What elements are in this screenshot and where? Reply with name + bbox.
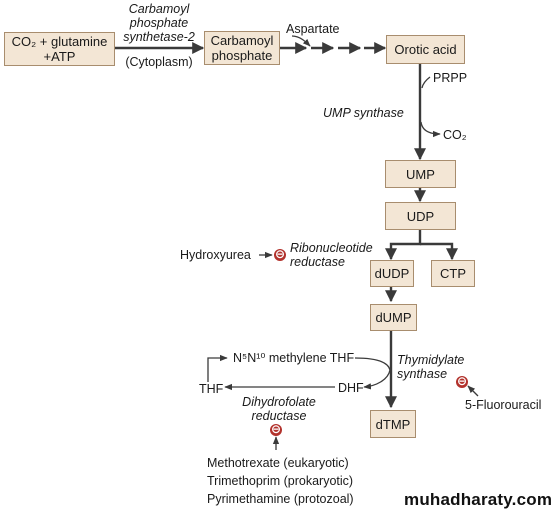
substrate-prpp: PRPP xyxy=(433,71,468,85)
enzyme-thymidylate-line2: synthase xyxy=(397,367,448,381)
node-phosphate-label: phosphate xyxy=(211,48,273,63)
node-co2-glutamine-label: CO₂ + glutamine xyxy=(11,34,108,49)
node-ump: UMP xyxy=(385,160,456,188)
arrow-thf-to-methylene xyxy=(207,354,228,382)
arrow-udp-to-ctp xyxy=(420,242,458,261)
enzyme-dhfr-line2: reductase xyxy=(251,409,307,423)
enzyme-cps2-line2: phosphate xyxy=(129,16,189,30)
substrate-co2-out: CO₂ xyxy=(443,128,467,142)
enzyme-thymidylate-line1: Thymidylate xyxy=(397,353,465,367)
node-dudp: dUDP xyxy=(370,260,414,287)
node-atp-label: +ATP xyxy=(43,49,76,64)
node-ctp: CTP xyxy=(431,260,475,287)
inhibition-icon-fluorouracil: ⊖ xyxy=(456,374,468,388)
inhibitor-pyrimethamine: Pyrimethamine (protozoal) xyxy=(207,492,354,506)
node-dtmp-label: dTMP xyxy=(375,416,411,432)
inhibitor-methotrexate: Methotrexate (eukaryotic) xyxy=(207,456,349,470)
inhibitor-hydroxyurea: Hydroxyurea xyxy=(180,248,251,262)
enzyme-cps2: Carbamoyl phosphate synthetase-2 xyxy=(116,2,202,44)
enzyme-ribonucleotide-reductase: Ribonucleotide reductase xyxy=(290,241,373,269)
node-udp-label: UDP xyxy=(406,208,435,224)
node-dump: dUMP xyxy=(370,304,417,331)
arrow-aspartate-in xyxy=(291,35,311,47)
arrow-fluorouracil xyxy=(467,385,479,397)
enzyme-cps2-line3: synthetase-2 xyxy=(123,30,195,44)
node-carbamoyl-phosphate: Carbamoyl phosphate xyxy=(204,31,280,65)
watermark-text: muhadharaty.com xyxy=(404,490,553,509)
substrate-thf: THF xyxy=(199,382,224,396)
node-carbamoyl-label: Carbamoyl xyxy=(210,33,274,48)
inhibitor-trimethoprim: Trimethoprim (prokaryotic) xyxy=(207,474,354,488)
substrate-aspartate: Aspartate xyxy=(286,22,340,36)
node-orotic-acid-label: Orotic acid xyxy=(394,42,457,57)
node-udp: UDP xyxy=(385,202,456,230)
enzyme-dhfr-line1: Dihydrofolate xyxy=(242,395,316,409)
location-cytoplasm: (Cytoplasm) xyxy=(125,55,193,69)
enzyme-ribonucleotide-line1: Ribonucleotide xyxy=(290,241,373,255)
inhibition-icon-antifolates: ⊖ xyxy=(270,422,282,436)
substrate-dhf: DHF xyxy=(338,381,364,395)
substrate-methylene-thf: N⁵N¹⁰ methylene THF xyxy=(233,351,355,365)
node-ump-label: UMP xyxy=(406,166,435,182)
inhibition-icon-hydroxyurea: ⊖ xyxy=(274,247,286,261)
node-dtmp: dTMP xyxy=(370,410,416,438)
inhibitor-fluorouracil: 5-Fluorouracil xyxy=(465,398,542,412)
enzyme-dihydrofolate-reductase: Dihydrofolate reductase xyxy=(238,395,320,423)
enzyme-ribonucleotide-line2: reductase xyxy=(290,255,345,269)
arrow-co2-out xyxy=(420,121,441,138)
arrow-prpp-in xyxy=(421,76,431,89)
node-orotic-acid: Orotic acid xyxy=(386,35,465,64)
enzyme-cps2-line1: Carbamoyl xyxy=(128,2,190,16)
node-dump-label: dUMP xyxy=(375,310,412,325)
arrow-udp-to-dudp xyxy=(385,230,422,261)
node-co2-glutamine-atp: CO₂ + glutamine +ATP xyxy=(4,32,115,66)
arrow-methylene-to-dhf xyxy=(354,357,391,390)
node-ctp-label: CTP xyxy=(440,266,466,281)
enzyme-ump-synthase: UMP synthase xyxy=(323,106,404,120)
node-dudp-label: dUDP xyxy=(374,266,410,281)
enzyme-thymidylate-synthase: Thymidylate synthase xyxy=(397,353,464,381)
